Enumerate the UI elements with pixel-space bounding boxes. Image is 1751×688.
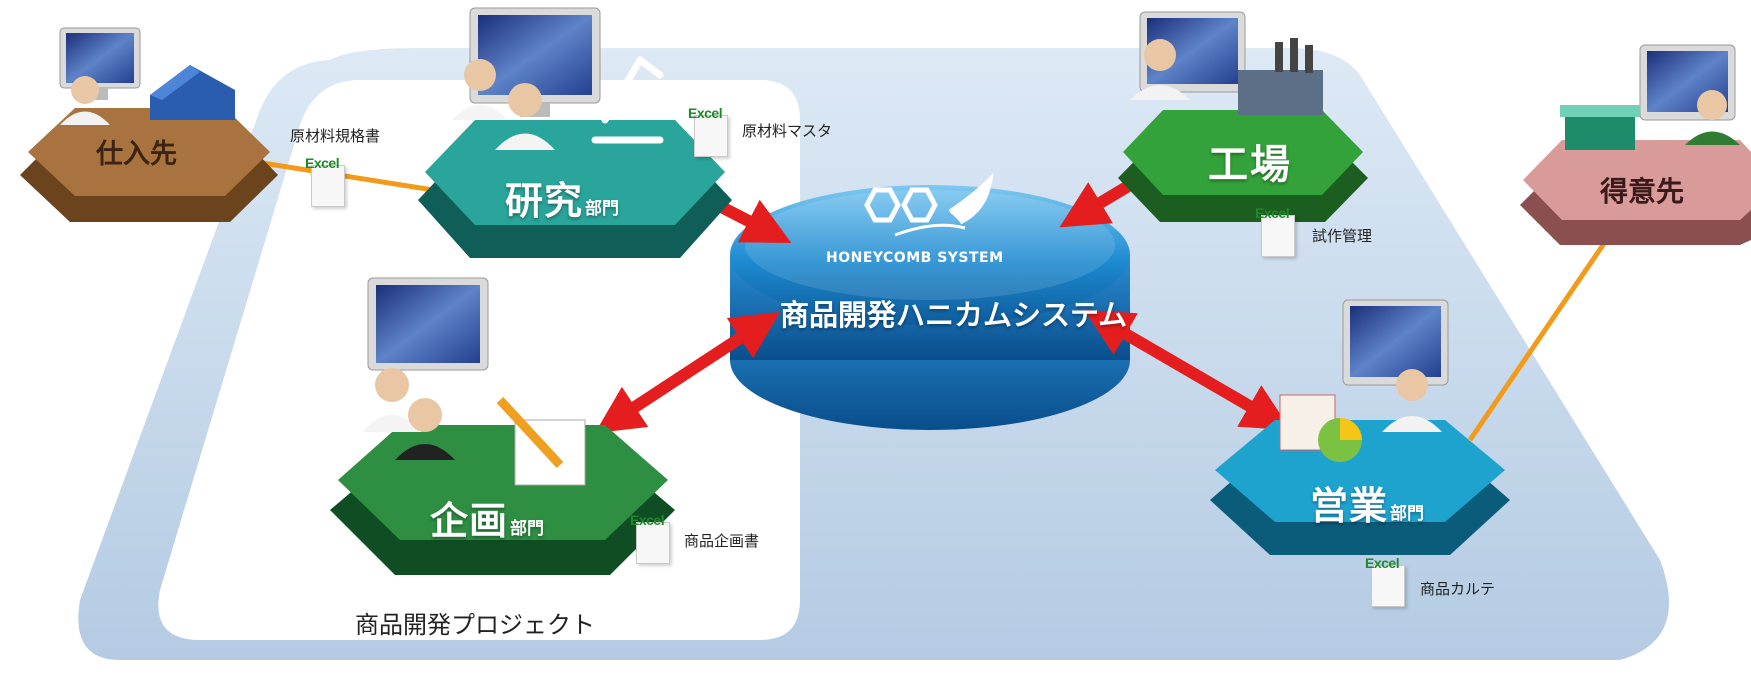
supplier-person-icon	[60, 76, 110, 125]
excel-tag: Excel	[630, 512, 665, 528]
excel-sheet-icon	[1261, 215, 1295, 257]
excel-sheet-icon	[636, 522, 670, 564]
notepad-pencil-icon	[496, 396, 586, 486]
planning-title: 企画	[430, 499, 509, 543]
microscope-icon	[591, 56, 664, 144]
sales-charts-icon	[1279, 394, 1362, 462]
customer-label: 得意先	[1600, 175, 1685, 208]
sales-person-icon	[1382, 369, 1442, 432]
research-person-icon	[452, 59, 555, 150]
supplier-hexagon	[20, 108, 278, 222]
research-suffix: 部門	[585, 199, 620, 219]
planning-label: 企画部門	[430, 490, 544, 545]
customer-person-icon	[1685, 90, 1740, 145]
supplier-computer-icon	[59, 27, 141, 100]
warehouse-icon	[150, 65, 235, 120]
arrow-sales-customer	[1467, 211, 1626, 442]
sales-computer-icon	[1342, 299, 1449, 386]
excel-sheet-icon	[694, 115, 728, 157]
research-hexagon	[418, 120, 732, 258]
excel-sheet-icon	[1371, 565, 1405, 607]
honeycomb-system-database	[730, 172, 1130, 430]
excel-tag: Excel	[305, 155, 340, 171]
factory-person-icon	[1130, 39, 1190, 100]
customer-hexagon	[1520, 140, 1751, 245]
factory-hexagon	[1118, 110, 1368, 222]
excel-doc-raw-material-master: Excel	[688, 105, 728, 157]
sales-title: 営業	[1310, 484, 1389, 528]
supplier-label: 仕入先	[96, 139, 177, 170]
factory-computer-icon	[1139, 11, 1246, 93]
project-area-label: 商品開発プロジェクト	[355, 611, 595, 639]
excel-doc-product-plan: Excel	[630, 512, 670, 564]
research-computer-icon	[469, 7, 601, 117]
excel-sheet-icon	[311, 165, 345, 207]
arrow-sales-system	[1084, 309, 1291, 431]
planning-suffix: 部門	[510, 519, 545, 539]
excel-tag: Excel	[1255, 205, 1290, 221]
research-label: 研究部門	[505, 170, 619, 225]
factory-label: 工場	[1208, 142, 1292, 188]
store-icon	[1560, 105, 1640, 150]
planning-computer-icon	[367, 277, 489, 371]
sales-suffix: 部門	[1390, 504, 1425, 524]
excel-tag: Excel	[1365, 555, 1400, 571]
honeycomb-logo-icon	[864, 172, 994, 237]
computer-monitors	[59, 7, 1736, 386]
product-chart-label: 商品カルテ	[1420, 580, 1496, 598]
factory-building-icon	[1238, 38, 1323, 115]
system-name: 商品開発ハニカムシステム	[780, 298, 1128, 332]
sales-label: 営業部門	[1310, 475, 1424, 530]
raw-material-spec-label: 原材料規格書	[290, 127, 381, 145]
excel-doc-product-chart: Excel	[1365, 555, 1405, 607]
excel-doc-trial-management: Excel	[1255, 205, 1295, 257]
trial-management-label: 試作管理	[1312, 227, 1373, 245]
excel-doc-raw-material-spec: Excel	[305, 155, 345, 207]
people-icons	[60, 39, 1740, 460]
planning-person-icon	[362, 368, 455, 460]
honeycomb-logo-text: HONEYCOMB SYSTEM	[826, 250, 1004, 266]
raw-material-master-label: 原材料マスタ	[742, 122, 833, 140]
research-title: 研究	[505, 179, 584, 223]
arrow-planning-system	[594, 311, 781, 434]
excel-tag: Excel	[688, 105, 723, 121]
product-plan-label: 商品企画書	[684, 532, 760, 550]
